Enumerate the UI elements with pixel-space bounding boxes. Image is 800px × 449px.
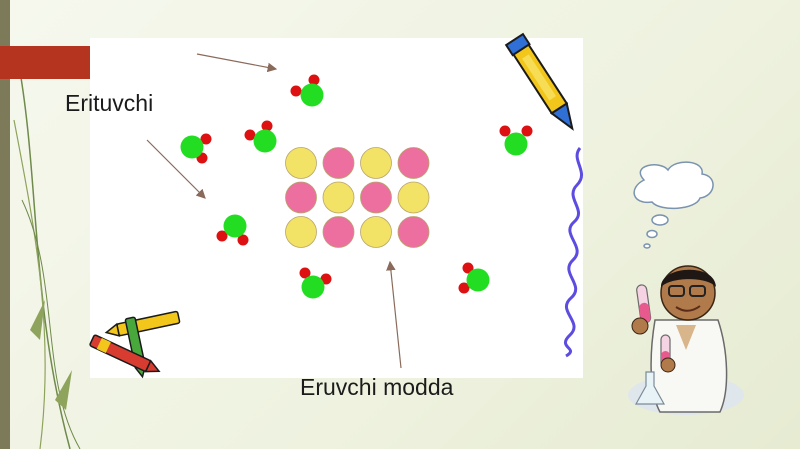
solute-particle <box>397 181 430 214</box>
red-accent-tab <box>0 46 90 79</box>
hydrogen-atom <box>237 234 249 246</box>
solute-particle <box>360 216 392 248</box>
water-molecule-icon <box>290 74 324 107</box>
oxygen-atom <box>300 83 324 107</box>
left-decor-bar <box>0 0 10 449</box>
scientist-illustration <box>628 265 744 415</box>
hydrogen-atom <box>462 262 474 274</box>
thought-bubble-icon <box>633 161 714 249</box>
wavy-line <box>563 147 584 358</box>
hydrogen-atom <box>261 120 273 132</box>
oxygen-atom <box>223 214 247 238</box>
hydrogen-atom <box>290 85 302 97</box>
solute-particle <box>285 147 317 179</box>
water-molecule-icon <box>180 133 212 164</box>
solute-particle <box>322 181 355 214</box>
oxygen-atom <box>253 129 277 153</box>
solvent-label: Erituvchi <box>65 90 154 116</box>
water-molecule-icon <box>216 214 249 246</box>
oxygen-atom <box>301 275 325 299</box>
solute-particle <box>285 216 317 248</box>
solute-particle <box>397 147 430 179</box>
solute-particle <box>397 216 430 248</box>
solute-particle <box>360 181 392 214</box>
hydrogen-atom <box>299 267 311 279</box>
hydrogen-atom <box>458 282 470 294</box>
hydrogen-atom <box>216 230 228 242</box>
arrow-icon <box>386 260 402 369</box>
solute-particle <box>285 181 317 214</box>
solute-particle <box>322 147 355 179</box>
crayons-icon <box>89 310 181 379</box>
water-molecule-icon <box>499 125 533 156</box>
water-molecule-icon <box>458 262 490 294</box>
arrow-icon <box>146 139 206 199</box>
solute-particle <box>360 147 392 179</box>
hydrogen-atom <box>200 133 212 145</box>
water-molecule-icon <box>244 120 277 153</box>
water-molecule-icon <box>299 267 332 299</box>
hydrogen-atom <box>320 273 332 285</box>
hydrogen-atom <box>244 129 256 141</box>
hydrogen-atom <box>308 74 320 86</box>
hydrogen-atom <box>499 125 511 137</box>
oxygen-atom <box>180 135 204 159</box>
marker-pen-icon <box>504 32 574 131</box>
arrow-icon <box>196 53 278 73</box>
oxygen-atom <box>504 132 528 156</box>
solute-label: Eruvchi modda <box>300 374 454 400</box>
oxygen-atom <box>466 268 490 292</box>
solute-particle <box>322 216 355 248</box>
hydrogen-atom <box>521 125 533 137</box>
